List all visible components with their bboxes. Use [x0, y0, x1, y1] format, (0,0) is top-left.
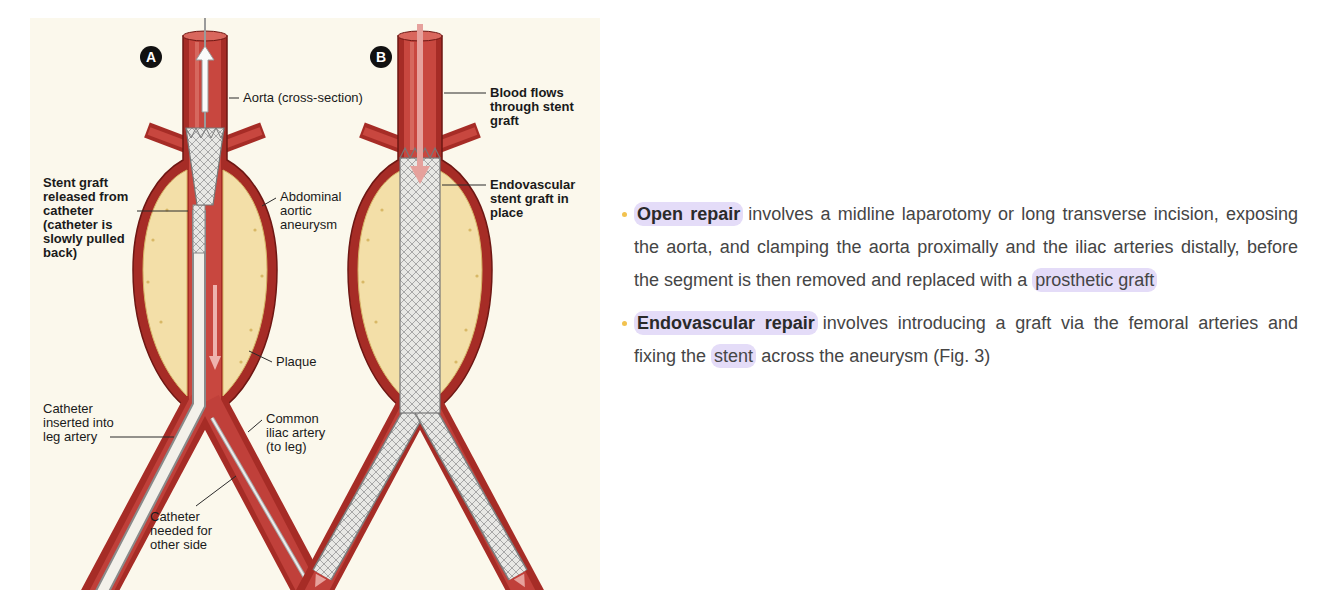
flow-arrowhead — [410, 166, 430, 184]
flow-arrow — [417, 24, 423, 168]
leader-line — [110, 437, 174, 438]
highlighted-term: Endovascular repair — [634, 311, 818, 335]
leader-line — [229, 98, 239, 99]
graft-limb — [424, 408, 518, 575]
callout-label: Catheter inserted into leg artery — [43, 402, 129, 444]
panel-letter: B — [376, 50, 386, 64]
panel-badge: A — [140, 46, 162, 68]
compressed-stent — [193, 205, 205, 253]
callout-label: Endovascular stent graft in place — [490, 178, 590, 220]
body-text: across the aneurysm (Fig. 3) — [761, 346, 990, 366]
highlighted-term: prosthetic graft — [1032, 268, 1157, 292]
stent-graft — [186, 128, 224, 205]
graft-limb — [424, 408, 518, 575]
graft-limb — [322, 408, 416, 575]
stent-crown — [186, 128, 224, 138]
panel-letter: A — [146, 50, 156, 64]
highlighted-term: Open repair — [634, 202, 743, 226]
pull-back-arrowhead — [209, 356, 221, 370]
bullet-paragraph: Endovascular repairinvolves introducing … — [634, 307, 1298, 373]
bullet-dot — [622, 212, 627, 217]
bullet-dot — [622, 321, 627, 326]
leader-line — [248, 420, 262, 432]
leader-line — [249, 351, 272, 362]
figure-ground — [30, 18, 600, 590]
highlighted-term: stent — [711, 344, 756, 368]
callout-label: Catheter needed for other side — [150, 510, 226, 552]
leader-line — [444, 93, 486, 94]
callout-label: Stent graft released from catheter (cath… — [43, 176, 143, 260]
callout-label: Blood flows through stent graft — [490, 86, 590, 128]
flow-arrowhead — [315, 574, 326, 587]
leader-line — [442, 185, 486, 186]
stent-graft-body — [400, 158, 440, 413]
panel-badge: B — [370, 46, 392, 68]
direction-arrow — [196, 46, 214, 112]
callout-label: Plaque — [276, 355, 336, 369]
graft-limb — [322, 408, 416, 575]
leader-line — [262, 198, 276, 206]
pull-back-arrow — [213, 285, 217, 358]
badge-circle-shape — [370, 46, 392, 68]
callout-label: Aorta (cross-section) — [243, 91, 403, 105]
leader-lines — [110, 93, 486, 506]
leader-line — [137, 211, 188, 212]
callout-label: Abdominal aortic aneurysm — [280, 190, 352, 232]
badge-circle-shape — [140, 46, 162, 68]
bullet-paragraph: Open repairinvolves a midline laparotomy… — [634, 198, 1298, 297]
callout-label: Common iliac artery (to leg) — [266, 412, 344, 454]
leader-line — [196, 476, 236, 506]
flow-arrowhead — [514, 574, 525, 587]
body-text: Open repairinvolves a midline laparotomy… — [634, 198, 1298, 383]
